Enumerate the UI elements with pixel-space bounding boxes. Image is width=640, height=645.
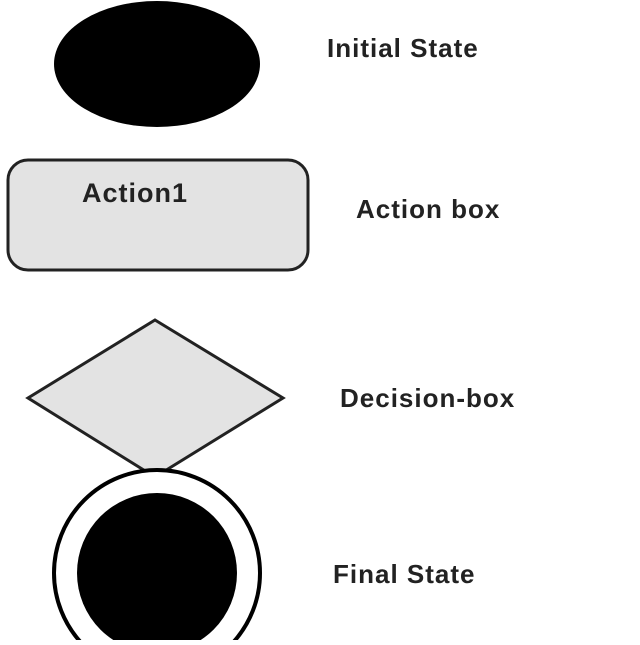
initial-state-shape [54, 1, 260, 127]
decision-box-shape [25, 318, 286, 479]
action-box-inner-text: Action1 [82, 178, 189, 208]
decision-box-label: Decision-box [340, 383, 516, 413]
final-state-inner-disc [77, 493, 237, 645]
action-box-label: Action box [356, 194, 501, 224]
final-state-label: Final State [333, 559, 476, 589]
initial-state-label: Initial State [327, 33, 479, 63]
action-box-shape [6, 158, 310, 272]
